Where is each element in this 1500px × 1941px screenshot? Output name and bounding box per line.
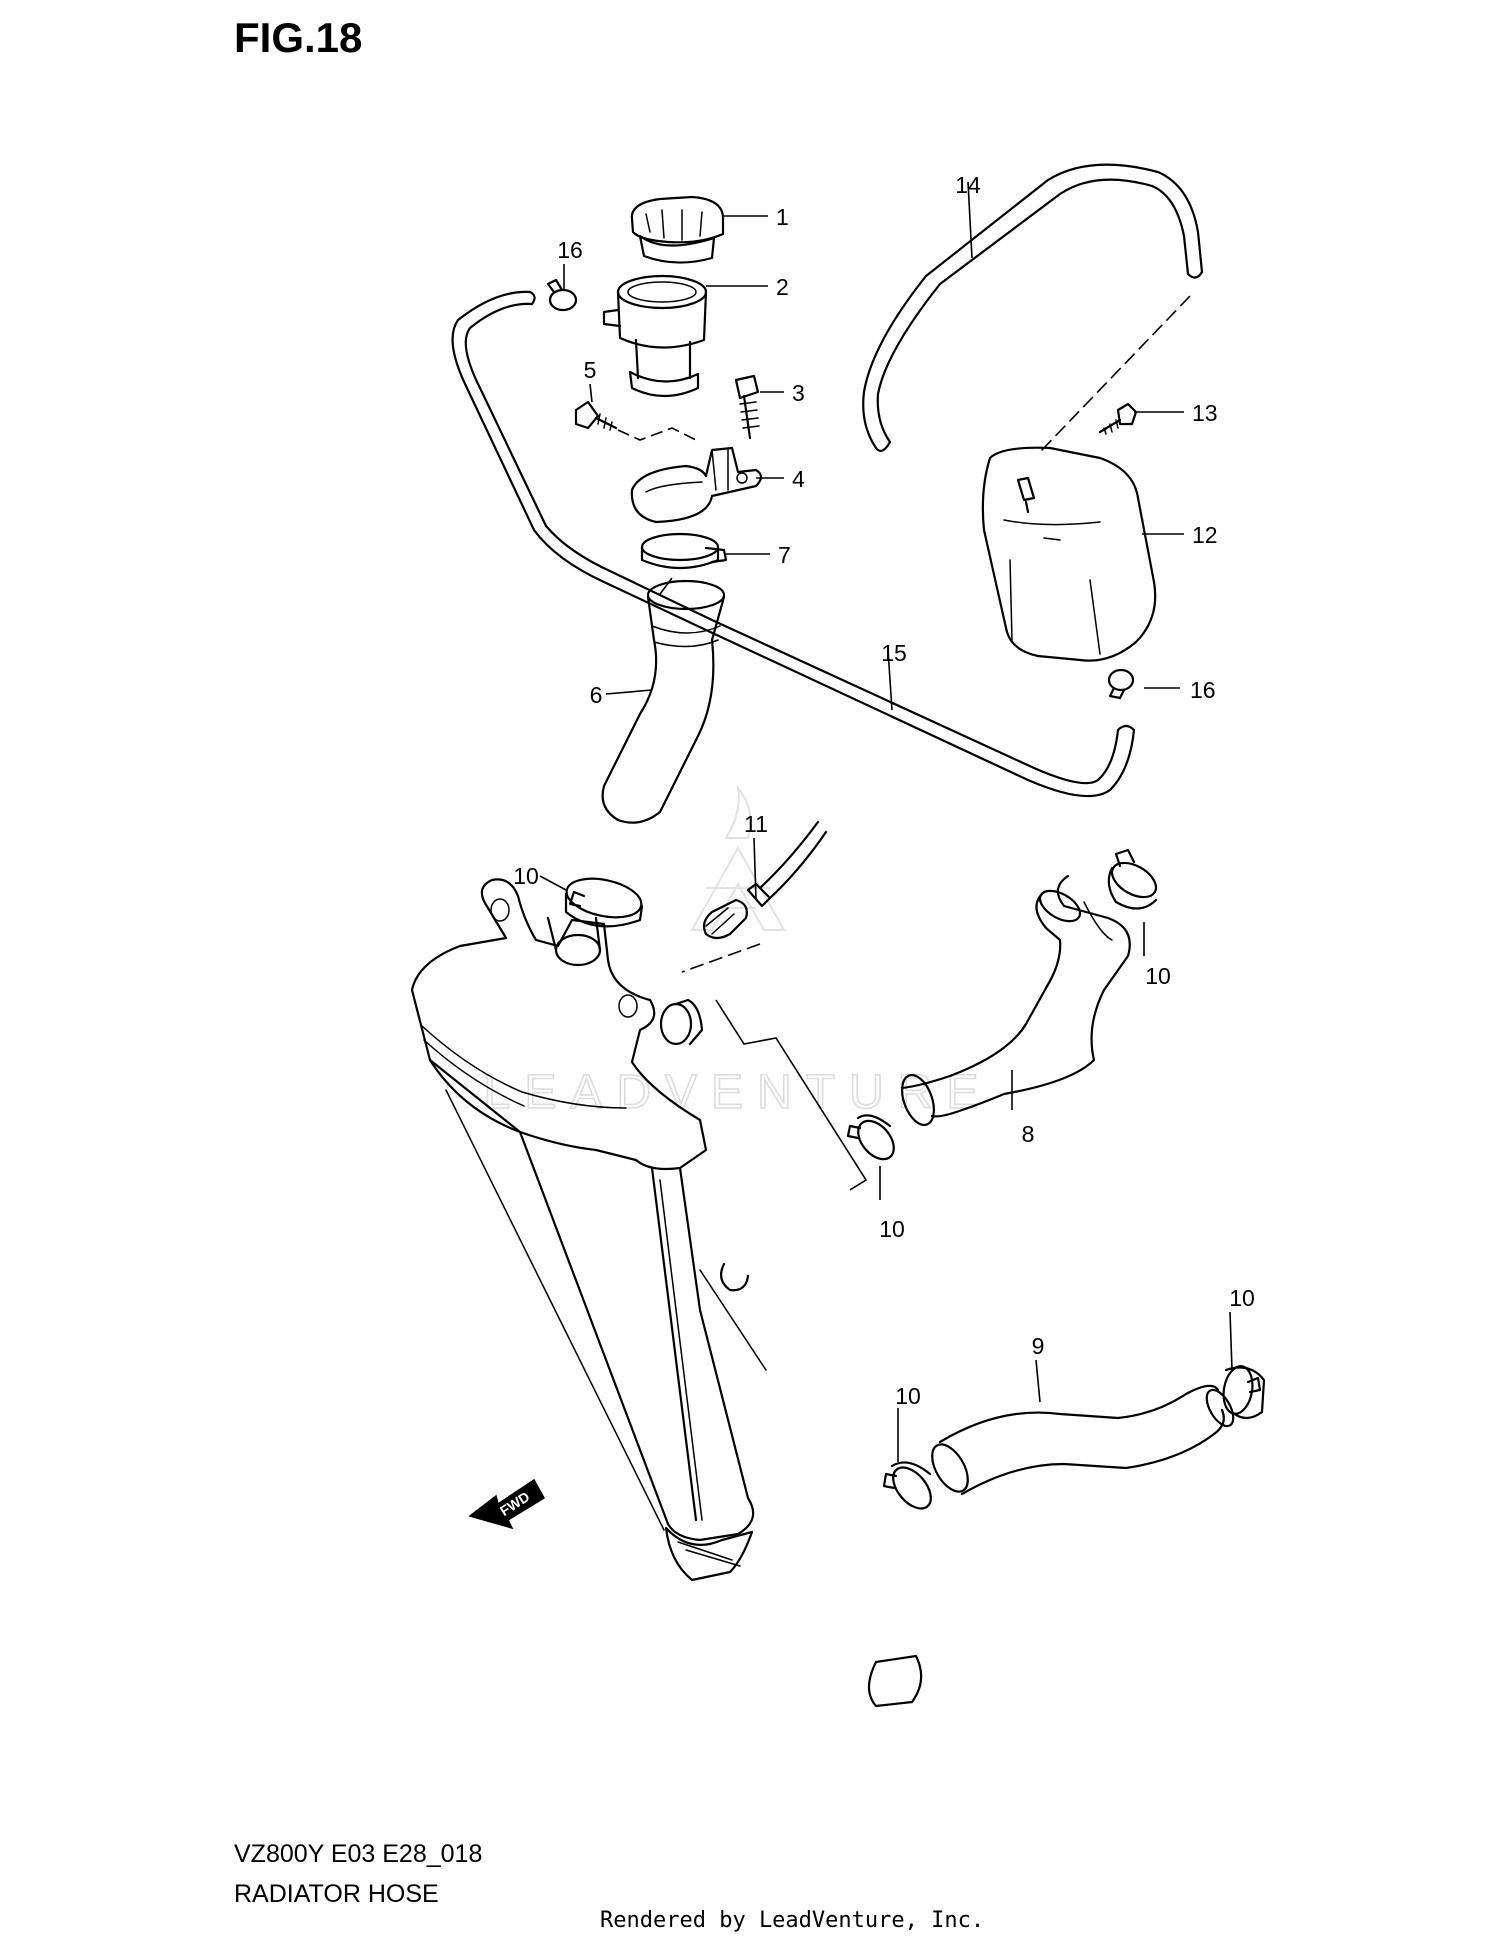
radiator-cap	[630, 195, 725, 264]
screw-13	[1098, 402, 1138, 435]
screw-5	[574, 400, 697, 441]
hose-clamp-10-upper-left	[564, 877, 644, 928]
callout-16-side: 16	[1190, 677, 1216, 703]
thermo-switch	[702, 820, 828, 940]
callout-10-middle: 10	[879, 1216, 905, 1242]
filler-neck	[602, 274, 708, 398]
callout-10-upper-left: 10	[513, 863, 539, 889]
hose-clamp-7	[640, 532, 728, 570]
leader-thermo-switch	[681, 943, 761, 973]
callout-7: 7	[778, 542, 791, 568]
hose-clamp-16-top	[546, 278, 578, 312]
hose-clamp-10-upper-right	[1107, 848, 1158, 910]
bolt-3	[734, 374, 760, 440]
forward-direction-arrow: FWD	[468, 1478, 546, 1530]
overflow-hose	[451, 290, 1136, 798]
callout-14: 14	[955, 172, 981, 198]
rendered-by-credit: Rendered by LeadVenture, Inc.	[600, 1908, 984, 1933]
hose-clamp-10-middle	[846, 1114, 895, 1161]
callout-10-lower-left: 10	[895, 1383, 921, 1409]
callout-5: 5	[584, 357, 597, 383]
callout-9: 9	[1032, 1333, 1045, 1359]
hose-clamp-10-lower-left	[882, 1461, 932, 1510]
callout-2: 2	[776, 274, 789, 300]
mount-bracket	[630, 446, 763, 524]
callout-6: 6	[590, 682, 603, 708]
callout-15: 15	[881, 640, 907, 666]
leader-lower-port	[715, 999, 868, 1191]
callout-12: 12	[1192, 522, 1218, 548]
callout-3: 3	[792, 380, 805, 406]
figure-title: FIG.18	[234, 14, 362, 61]
middle-radiator-hose	[900, 874, 1131, 1126]
model-code: VZ800Y E03 E28_018	[234, 1840, 482, 1868]
callout-labels: 1 2 3 4 5 6 7 8 9 10 10 10 10 10 11 12 1…	[513, 172, 1255, 1409]
callout-13: 13	[1192, 400, 1218, 426]
callout-leaders	[539, 181, 1233, 1462]
reservoir-hose	[862, 163, 1204, 453]
callout-1: 1	[776, 204, 789, 230]
callout-16-top: 16	[557, 237, 583, 263]
hose-clamp-16-side	[1107, 668, 1135, 700]
assembly-name: RADIATOR HOSE	[234, 1880, 439, 1908]
radiator	[410, 878, 923, 1708]
watermark-text: LEADVENTURE	[484, 1066, 993, 1119]
callout-4: 4	[792, 466, 805, 492]
callout-10-lower-right: 10	[1229, 1285, 1255, 1311]
leadventure-watermark: LEADVENTURE	[483, 784, 993, 1120]
lower-radiator-hose	[931, 1384, 1235, 1496]
hose-clamp-10-lower-right	[1222, 1365, 1266, 1420]
callout-11: 11	[744, 811, 768, 837]
callout-8: 8	[1022, 1121, 1035, 1147]
reservoir-tank	[981, 446, 1157, 662]
callout-10-upper-right: 10	[1145, 963, 1171, 989]
